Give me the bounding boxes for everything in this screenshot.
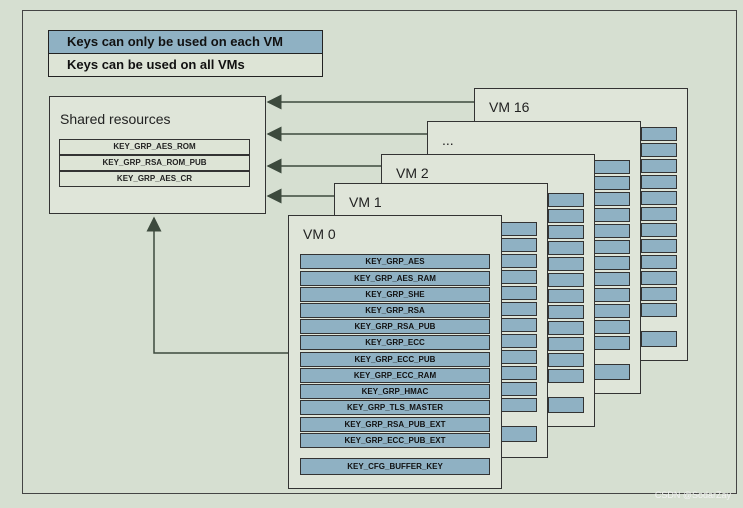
vm0-key-rsa-pub-ext: KEY_GRP_RSA_PUB_EXT — [300, 417, 490, 432]
vm16-key-slot — [641, 223, 677, 237]
vm2-key-slot — [548, 289, 584, 303]
vm0-key-rsa-pub: KEY_GRP_RSA_PUB — [300, 319, 490, 334]
vm2-key-slot — [548, 241, 584, 255]
vm2-key-slot — [548, 193, 584, 207]
vm2-key-slot — [548, 257, 584, 271]
vm16-ext-slot — [641, 331, 677, 347]
arrow-vm0 — [146, 216, 288, 354]
vm2-key-slot — [548, 209, 584, 223]
vm-2-label: VM 2 — [396, 165, 429, 181]
vm-ellipsis-label: ... — [442, 132, 454, 148]
vm0-key-tls-master: KEY_GRP_TLS_MASTER — [300, 400, 490, 415]
vm0-key-ecc-pub: KEY_GRP_ECC_PUB — [300, 352, 490, 367]
legend-all-vms: Keys can be used on all VMs — [48, 53, 323, 77]
vm2-key-slot — [548, 337, 584, 351]
vm2-key-slot — [548, 321, 584, 335]
vm16-key-slot — [641, 303, 677, 317]
vm2-key-slot — [548, 225, 584, 239]
vm0-key-aes: KEY_GRP_AES — [300, 254, 490, 269]
vm16-key-slot — [641, 175, 677, 189]
shared-resources-title: Shared resources — [60, 111, 171, 127]
vm0-key-cfg-buffer: KEY_CFG_BUFFER_KEY — [300, 458, 490, 475]
vm0-key-ecc-ram: KEY_GRP_ECC_RAM — [300, 368, 490, 383]
vm2-key-slot — [548, 353, 584, 367]
vm16-key-slot — [641, 143, 677, 157]
vm16-key-slot — [641, 271, 677, 285]
vm16-key-slot — [641, 239, 677, 253]
vm16-key-slot — [641, 127, 677, 141]
shared-key-rsa-rom-pub: KEY_GRP_RSA_ROM_PUB — [59, 155, 250, 171]
vm-1-label: VM 1 — [349, 194, 382, 210]
vm0-key-aes-ram: KEY_GRP_AES_RAM — [300, 271, 490, 286]
vm2-key-slot — [548, 369, 584, 383]
vm0-key-ecc-pub-ext: KEY_GRP_ECC_PUB_EXT — [300, 433, 490, 448]
shared-key-aes-cr: KEY_GRP_AES_CR — [59, 171, 250, 187]
vm0-key-rsa: KEY_GRP_RSA — [300, 303, 490, 318]
vm0-key-she: KEY_GRP_SHE — [300, 287, 490, 302]
vm16-key-slot — [641, 207, 677, 221]
vm0-key-hmac: KEY_GRP_HMAC — [300, 384, 490, 399]
vm0-key-ecc: KEY_GRP_ECC — [300, 335, 490, 350]
vm2-ext-slot — [548, 397, 584, 413]
vm-0-label: VM 0 — [303, 226, 336, 242]
diagram-frame — [22, 10, 737, 494]
vm2-key-slot — [548, 273, 584, 287]
shared-key-aes-rom: KEY_GRP_AES_ROM — [59, 139, 250, 155]
vm2-key-slot — [548, 305, 584, 319]
vm-16-label: VM 16 — [489, 99, 530, 115]
watermark: CSDN @SodarZay — [654, 490, 731, 500]
vm-0-box: VM 0 KEY_GRP_AES KEY_GRP_AES_RAM KEY_GRP… — [288, 215, 502, 489]
vm16-key-slot — [641, 255, 677, 269]
vm16-key-slot — [641, 191, 677, 205]
vm16-key-slot — [641, 287, 677, 301]
vm16-key-slot — [641, 159, 677, 173]
shared-resources-box: Shared resources KEY_GRP_AES_ROM KEY_GRP… — [49, 96, 266, 214]
